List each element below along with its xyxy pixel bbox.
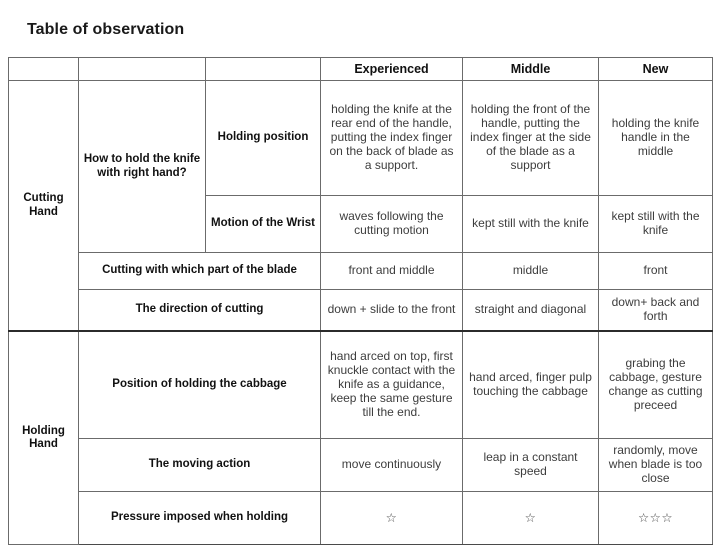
table-row: The moving action move continuously leap… bbox=[9, 438, 713, 492]
cell-moving-action-new: randomly, move when blade is too close bbox=[598, 438, 713, 492]
table-row: Holding Hand Position of holding the cab… bbox=[8, 330, 713, 545]
table-row: Cutting with which part of the blade fro… bbox=[9, 252, 713, 290]
row-label-holding-position: Holding position bbox=[205, 80, 321, 196]
header-blank-3 bbox=[205, 57, 321, 81]
table-row: The direction of cutting down + slide to… bbox=[9, 289, 713, 332]
cell-direction-new: down+ back and forth bbox=[598, 289, 713, 332]
cell-direction-experienced: down + slide to the front bbox=[320, 289, 463, 332]
cell-position-cabbage-new: grabing the cabbage, gesture change as c… bbox=[598, 330, 713, 439]
cell-pressure-experienced-stars: ☆ bbox=[320, 491, 463, 545]
cell-holding-position-experienced: holding the knife at the rear end of the… bbox=[320, 80, 463, 196]
section-label-cutting-hand: Cutting Hand bbox=[8, 80, 79, 332]
cell-cutting-part-new: front bbox=[598, 252, 713, 290]
header-middle: Middle bbox=[462, 57, 599, 81]
cell-holding-position-middle: holding the front of the handle, putting… bbox=[462, 80, 599, 196]
table-row: Pressure imposed when holding ☆ ☆ ☆☆☆ bbox=[9, 491, 713, 545]
cell-holding-position-new: holding the knife handle in the middle bbox=[598, 80, 713, 196]
row-label-position-holding-cabbage: Position of holding the cabbage bbox=[78, 330, 321, 439]
cell-motion-of-wrist-new: kept still with the knife bbox=[598, 195, 713, 253]
row-label-cutting-part-of-blade: Cutting with which part of the blade bbox=[78, 252, 321, 290]
cell-pressure-new-stars: ☆☆☆ bbox=[598, 491, 713, 545]
cell-cutting-part-middle: middle bbox=[462, 252, 599, 290]
cell-cutting-part-experienced: front and middle bbox=[320, 252, 463, 290]
table-row: Motion of the Wrist waves following the … bbox=[9, 195, 713, 253]
cell-pressure-middle-stars: ☆ bbox=[462, 491, 599, 545]
table-header-row: Experienced Middle New bbox=[8, 57, 713, 81]
header-new: New bbox=[598, 57, 713, 81]
cell-moving-action-middle: leap in a constant speed bbox=[462, 438, 599, 492]
section-label-holding-hand: Holding Hand bbox=[8, 330, 79, 545]
cell-moving-action-experienced: move continuously bbox=[320, 438, 463, 492]
row-label-moving-action: The moving action bbox=[78, 438, 321, 492]
observation-table-container: Experienced Middle New Cutting Hand How … bbox=[8, 57, 713, 545]
row-label-direction-of-cutting: The direction of cutting bbox=[78, 289, 321, 332]
cell-direction-middle: straight and diagonal bbox=[462, 289, 599, 332]
cell-motion-of-wrist-middle: kept still with the knife bbox=[462, 195, 599, 253]
row-label-pressure-imposed: Pressure imposed when holding bbox=[78, 491, 321, 545]
observation-table: Experienced Middle New Cutting Hand How … bbox=[8, 57, 713, 545]
group-label-how-to-hold-knife: How to hold the knife with right hand? bbox=[78, 80, 206, 253]
header-experienced: Experienced bbox=[320, 57, 463, 81]
header-blank-2 bbox=[78, 57, 206, 81]
cell-position-cabbage-middle: hand arced, finger pulp touching the cab… bbox=[462, 330, 599, 439]
header-blank-1 bbox=[8, 57, 79, 81]
page-title: Table of observation bbox=[27, 21, 185, 38]
cell-position-cabbage-experienced: hand arced on top, first knuckle contact… bbox=[320, 330, 463, 439]
row-label-motion-of-wrist: Motion of the Wrist bbox=[205, 195, 321, 253]
cell-motion-of-wrist-experienced: waves following the cutting motion bbox=[320, 195, 463, 253]
table-row: Cutting Hand How to hold the knife with … bbox=[8, 80, 713, 332]
